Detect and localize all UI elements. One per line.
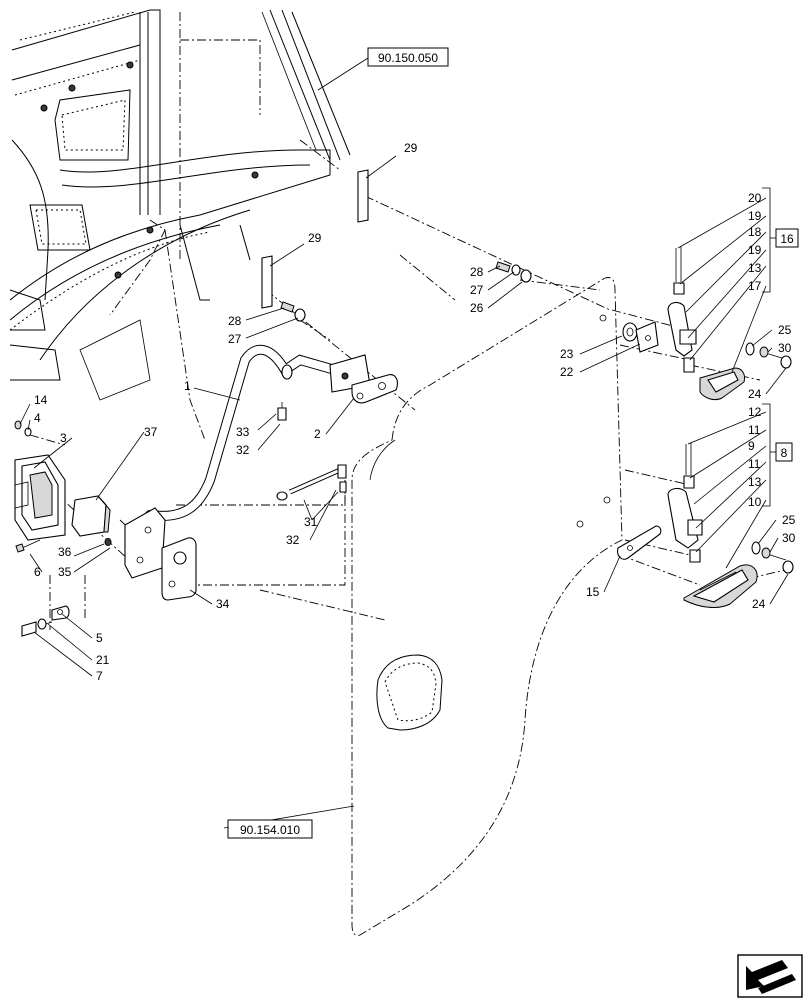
latch-block	[71, 495, 111, 537]
washer-25-upper	[745, 342, 755, 356]
leader-lines	[19, 57, 789, 829]
nut-36	[104, 538, 112, 546]
svg-text:19: 19	[748, 209, 762, 223]
svg-text:5: 5	[96, 631, 103, 645]
svg-text:10: 10	[748, 495, 762, 509]
upper-hinge	[667, 246, 745, 401]
svg-text:22: 22	[560, 365, 574, 379]
svg-text:13: 13	[748, 261, 762, 275]
bracket-29-lower	[261, 255, 273, 309]
svg-text:11: 11	[748, 457, 761, 471]
svg-text:27: 27	[228, 332, 242, 346]
washer-23	[622, 322, 638, 342]
plate-15	[617, 525, 662, 560]
shim-7	[21, 621, 37, 637]
svg-text:31: 31	[304, 515, 318, 529]
svg-text:26: 26	[470, 301, 484, 315]
svg-text:4: 4	[34, 411, 41, 425]
bolt-21	[37, 618, 53, 630]
handrail-base-plate	[124, 507, 166, 579]
svg-text:32: 32	[286, 533, 300, 547]
svg-text:23: 23	[560, 347, 574, 361]
bolt-6	[15, 539, 41, 553]
svg-text:6: 6	[34, 565, 41, 579]
door-panel	[351, 277, 623, 936]
handrail	[145, 344, 371, 521]
group-box-16: 16	[775, 228, 799, 248]
svg-text:2: 2	[314, 427, 321, 441]
bracket-plate-34	[161, 537, 197, 601]
svg-text:3: 3	[60, 431, 67, 445]
screw-28-lower	[280, 301, 306, 322]
washer-25-lower	[751, 541, 761, 555]
fitting-33	[277, 402, 287, 421]
svg-text:29: 29	[308, 231, 322, 245]
svg-text:32: 32	[236, 443, 250, 457]
group-box-8: 8	[775, 442, 793, 462]
svg-text:18: 18	[748, 225, 762, 239]
svg-text:24: 24	[752, 597, 766, 611]
nut-24-lower	[782, 560, 794, 574]
svg-text:29: 29	[404, 141, 418, 155]
reference-door[interactable]: 90.154.010	[227, 819, 313, 839]
svg-text:13: 13	[748, 475, 762, 489]
svg-text:14: 14	[34, 393, 48, 407]
svg-text:90.154.010: 90.154.010	[240, 823, 300, 837]
bracket-29-upper	[357, 169, 369, 223]
svg-text:12: 12	[748, 405, 762, 419]
svg-text:25: 25	[782, 513, 796, 527]
svg-text:19: 19	[748, 243, 762, 257]
svg-text:36: 36	[58, 545, 72, 559]
screw-28-upper	[495, 261, 532, 283]
svg-text:30: 30	[782, 531, 796, 545]
svg-text:16: 16	[780, 232, 794, 246]
bolt-30-lower	[761, 547, 787, 561]
svg-text:37: 37	[144, 425, 158, 439]
assembly-lines	[29, 12, 786, 630]
svg-text:25: 25	[778, 323, 792, 337]
nut-24-upper	[780, 355, 792, 369]
svg-text:90.150.050: 90.150.050	[378, 51, 438, 65]
svg-text:17: 17	[748, 279, 762, 293]
svg-text:9: 9	[748, 439, 755, 453]
latch-housing	[14, 454, 66, 541]
plate-2	[351, 374, 398, 404]
group-bracket-16	[762, 187, 776, 293]
bolt-30-upper	[759, 346, 783, 359]
svg-text:11: 11	[748, 423, 761, 437]
screw-14	[14, 420, 32, 437]
svg-text:20: 20	[748, 191, 762, 205]
lower-hinge	[667, 442, 758, 608]
arrow-icon[interactable]	[737, 954, 803, 998]
callout-numbers: 29 29 28 27 26 28 27 1 2 33 32 31 32 37 …	[34, 141, 796, 683]
group-bracket-8	[762, 403, 776, 507]
svg-text:1: 1	[184, 379, 191, 393]
svg-text:21: 21	[96, 653, 110, 667]
svg-text:35: 35	[58, 565, 72, 579]
svg-text:7: 7	[96, 669, 103, 683]
reference-cab-frame[interactable]: 90.150.050	[367, 47, 449, 67]
svg-text:27: 27	[470, 283, 484, 297]
svg-text:28: 28	[470, 265, 484, 279]
svg-text:15: 15	[586, 585, 600, 599]
cab-frame	[9, 9, 351, 401]
plate-22	[635, 321, 659, 353]
gas-strut	[276, 464, 347, 501]
svg-text:30: 30	[778, 341, 792, 355]
svg-text:28: 28	[228, 314, 242, 328]
svg-text:34: 34	[216, 597, 230, 611]
svg-text:33: 33	[236, 425, 250, 439]
svg-text:8: 8	[781, 446, 788, 460]
svg-text:24: 24	[748, 387, 762, 401]
